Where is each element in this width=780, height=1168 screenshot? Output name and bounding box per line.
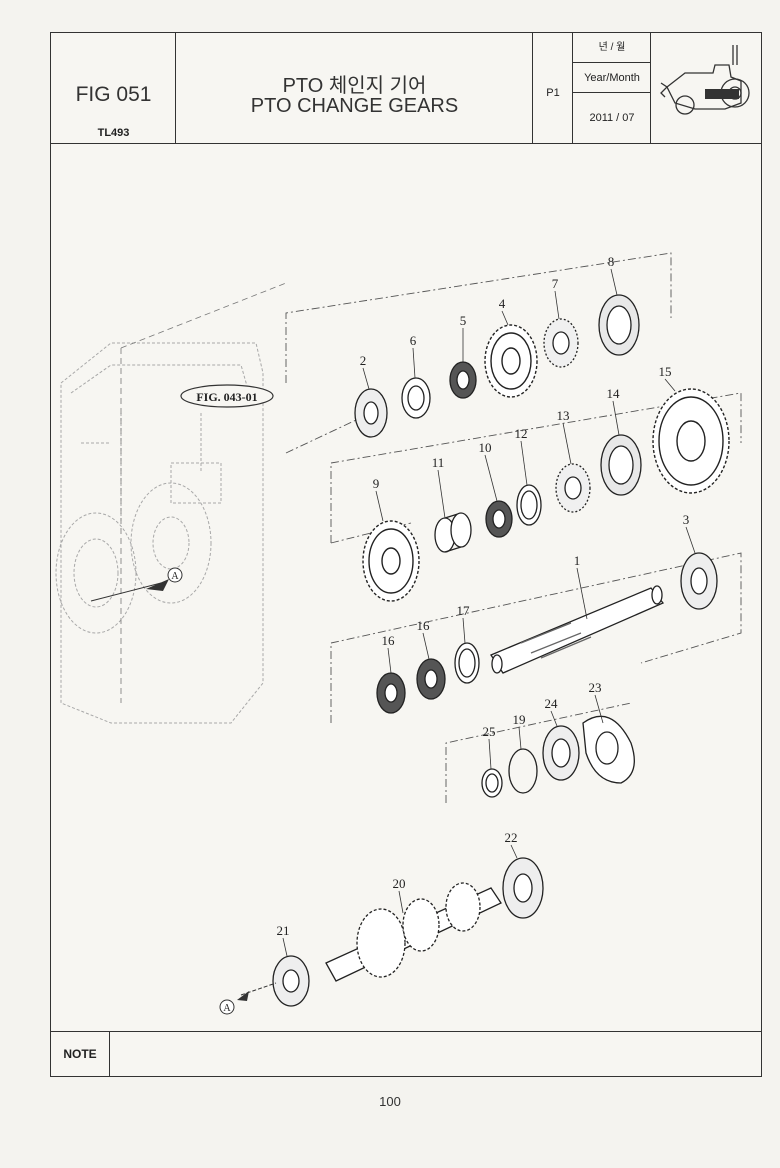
callout-1: 1 xyxy=(574,553,581,568)
collar-6 xyxy=(401,377,431,419)
arrow-a-lower: A xyxy=(219,982,277,1015)
callout-22: 22 xyxy=(505,830,518,845)
callout-8: 8 xyxy=(608,254,615,269)
gear-4 xyxy=(484,324,538,398)
figure-cell: FIG 051 TL493 xyxy=(51,33,176,143)
sleeve-11 xyxy=(434,512,472,553)
callout-21: 21 xyxy=(277,923,290,938)
gear-15 xyxy=(652,388,730,494)
callout-2: 2 xyxy=(360,353,367,368)
collar-25 xyxy=(481,768,503,798)
figure-reference-label: FIG. 043-01 xyxy=(196,390,257,404)
callout-17: 17 xyxy=(457,603,471,618)
gear-9 xyxy=(362,520,420,602)
year-month-label: Year/Month xyxy=(573,63,651,93)
header-block: FIG 051 TL493 PTO 체인지 기어 PTO CHANGE GEAR… xyxy=(51,33,761,144)
callout-25: 25 xyxy=(483,724,496,739)
year-month-korean: 년 / 월 xyxy=(573,33,651,63)
callout-11: 11 xyxy=(432,455,445,470)
callout-13: 13 xyxy=(557,408,570,423)
callout-23: 23 xyxy=(589,680,602,695)
callout-3: 3 xyxy=(683,512,690,527)
callout-12: 12 xyxy=(515,426,528,441)
bearing-21 xyxy=(272,955,310,1007)
title-korean: PTO 체인지 기어 xyxy=(282,75,427,97)
page-id: P1 xyxy=(546,87,560,99)
parts-sheet: FIG 051 TL493 PTO 체인지 기어 PTO CHANGE GEAR… xyxy=(50,32,762,1077)
callout-16a: 16 xyxy=(382,633,396,648)
callout-numbers: 2 6 5 4 7 8 9 11 10 12 13 14 15 3 1 16 1… xyxy=(277,254,690,938)
revision-date: 2011 / 07 xyxy=(589,112,635,124)
snap-ring-19 xyxy=(508,748,538,794)
arrow-a-upper-label: A xyxy=(171,571,179,582)
page-id-cell: P1 xyxy=(533,33,573,143)
washer-12 xyxy=(516,484,542,526)
callout-15: 15 xyxy=(659,364,672,379)
title-cell: PTO 체인지 기어 PTO CHANGE GEARS xyxy=(176,33,533,143)
callout-16b: 16 xyxy=(417,618,431,633)
callout-10: 10 xyxy=(479,440,492,455)
arrow-a-upper: A xyxy=(90,567,183,602)
housing-outline xyxy=(55,342,264,724)
bearing-22 xyxy=(502,857,544,919)
washer-17 xyxy=(454,642,480,684)
gear-13 xyxy=(555,463,591,513)
gear-7 xyxy=(543,318,579,368)
bearing-3 xyxy=(680,552,718,610)
callout-24: 24 xyxy=(545,696,559,711)
callout-9: 9 xyxy=(373,476,380,491)
tractor-image-cell xyxy=(651,33,761,143)
page-number: 100 xyxy=(379,1094,401,1109)
coupler-14 xyxy=(600,434,642,496)
pto-shaft-1 xyxy=(490,585,665,674)
model-code: TL493 xyxy=(97,127,130,139)
arrow-a-lower-label: A xyxy=(223,1003,231,1014)
needle-bearing-5 xyxy=(449,361,477,399)
bearing-2 xyxy=(354,388,388,438)
exploded-parts-diagram: FIG. 043-01 xyxy=(51,143,761,1031)
callout-7: 7 xyxy=(552,276,559,291)
tractor-icon xyxy=(660,45,750,115)
plate-23 xyxy=(582,715,635,784)
figure-reference-callout: FIG. 043-01 xyxy=(180,384,274,408)
callout-19: 19 xyxy=(513,712,526,727)
needle-bearing-16b xyxy=(416,658,446,700)
callout-6: 6 xyxy=(410,333,417,348)
note-row: NOTE xyxy=(51,1031,761,1077)
coupler-8 xyxy=(598,294,640,356)
title-english: PTO CHANGE GEARS xyxy=(250,95,459,117)
callout-14: 14 xyxy=(607,386,621,401)
year-month-cell: 년 / 월 Year/Month 2011 / 07 xyxy=(573,33,651,143)
note-label: NOTE xyxy=(51,1032,110,1077)
callout-4: 4 xyxy=(499,296,506,311)
callout-20: 20 xyxy=(393,876,406,891)
needle-bearing-10 xyxy=(485,500,513,538)
counter-shaft-20 xyxy=(325,882,502,982)
figure-number: FIG 051 xyxy=(75,83,152,106)
needle-bearing-16a xyxy=(376,672,406,714)
callout-5: 5 xyxy=(460,313,467,328)
bearing-24 xyxy=(542,725,580,781)
